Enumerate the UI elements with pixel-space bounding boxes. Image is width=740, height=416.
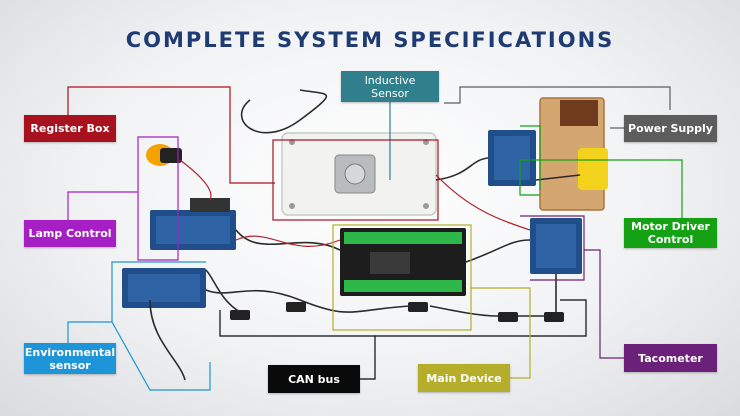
label-inductive-sensor: Inductive Sensor bbox=[341, 71, 439, 102]
power-driver-board-icon bbox=[488, 130, 536, 186]
lamp-icon bbox=[146, 144, 182, 166]
tachometer-board-icon bbox=[530, 218, 582, 274]
red-wire-icon bbox=[179, 159, 531, 247]
power-supply-box-icon bbox=[539, 97, 608, 211]
register-box-highlight-frame bbox=[272, 139, 439, 221]
inductive-sensor-box-icon bbox=[281, 132, 437, 216]
main-device-board-icon bbox=[340, 228, 466, 296]
lamp-control-leader-line bbox=[67, 136, 179, 261]
label-main-device: Main Device bbox=[418, 364, 510, 392]
label-tacometer: Tacometer bbox=[624, 344, 717, 372]
can-bus-connector-icon bbox=[230, 302, 564, 322]
label-lamp-control: Lamp Control bbox=[24, 220, 116, 247]
page-title: COMPLETE SYSTEM SPECIFICATIONS bbox=[125, 28, 615, 52]
power-supply-leader-line bbox=[444, 86, 671, 110]
environmental-sensor-board-icon bbox=[122, 268, 206, 308]
label-register-box: Register Box bbox=[24, 115, 116, 142]
label-can-bus: CAN bus bbox=[268, 365, 360, 393]
tacometer-leader-line bbox=[584, 249, 624, 359]
label-motor-driver-control: Motor Driver Control bbox=[624, 218, 717, 248]
lamp-control-board-icon bbox=[150, 198, 236, 250]
label-power-supply: Power Supply bbox=[624, 115, 717, 142]
label-environmental-sensor: Environmental sensor bbox=[24, 343, 116, 374]
main-device-leader-line bbox=[470, 287, 531, 379]
